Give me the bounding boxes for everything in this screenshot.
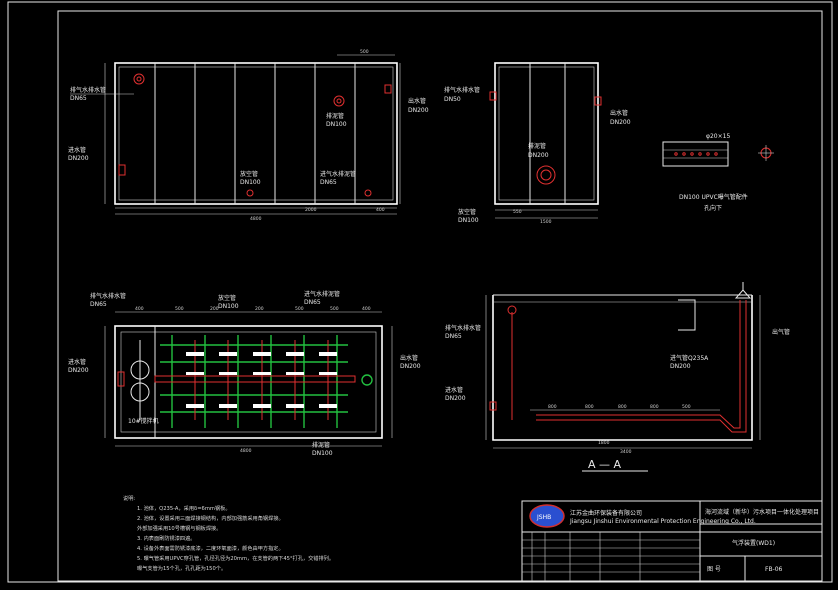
- label-plan-air-dn: DN65: [304, 299, 321, 306]
- dim-plan-4: 200: [255, 306, 264, 312]
- dim-section-5: 500: [682, 404, 691, 410]
- label-air-dn: DN65: [320, 179, 337, 186]
- label-section-inlet: 进水管: [445, 386, 463, 394]
- label-section-gas-dn: DN200: [670, 363, 691, 370]
- label-plan-drain-dn: DN100: [312, 450, 333, 457]
- label-plan-vent-dn: DN100: [218, 303, 239, 310]
- dim-top: 500: [360, 49, 369, 55]
- label-section-inlet-dn: DN200: [445, 395, 466, 402]
- company-logo: [529, 504, 565, 528]
- dim-side-width: 1500: [540, 219, 552, 225]
- label-plan-outlet-dn: DN200: [400, 363, 421, 370]
- dim-width: 4800: [250, 216, 262, 222]
- dim-plan-5: 500: [295, 306, 304, 312]
- dim-plan-2: 500: [175, 306, 184, 312]
- label-plan-inlet-dn: DN200: [68, 367, 89, 374]
- dim-plan-6: 500: [330, 306, 339, 312]
- label-side-outlet-dn: DN200: [610, 119, 631, 126]
- label-plan-inlet: 进水管: [68, 358, 86, 366]
- dim-section-3: 800: [618, 404, 627, 410]
- front-elevation-view: 4800 2000 500 400 排气水排水管 DN65 进水管 DN200 …: [68, 49, 429, 222]
- label-section-gas: 进气管Q235A: [670, 354, 709, 362]
- label-air-pipe: 进气水排泥管: [320, 170, 356, 178]
- project-name: 海河流域（新华）污水项目一体化处理项目: [705, 508, 819, 516]
- dim-plan-3: 200: [210, 306, 219, 312]
- dim-right: 400: [376, 207, 385, 213]
- label-side-vent-dn: DN100: [458, 217, 479, 224]
- note-line-7: 曝气支管为15个孔，孔孔距为150个。: [137, 564, 226, 572]
- label-plan-vent: 放空管: [218, 294, 236, 302]
- label-plan-aerator: 10#搅拌机: [128, 417, 159, 425]
- label-plan-air: 进气水排泥管: [304, 290, 340, 298]
- label-section-side: 出气管: [772, 328, 790, 336]
- label-outlet-dn: DN200: [408, 107, 429, 114]
- label-inlet-dn: DN200: [68, 155, 89, 162]
- label-side-drain: 排泥管: [528, 142, 546, 150]
- dim-plan-7: 400: [362, 306, 371, 312]
- label-plan-exhaust: 排气水排水管: [90, 292, 126, 300]
- company-name-en: Jiangsu Jinshui Environmental Protection…: [569, 518, 756, 525]
- note-line-1: 1. 池体，Q235-A，采用δ=6mm钢板。: [137, 504, 231, 512]
- label-plan-exhaust-dn: DN65: [90, 301, 107, 308]
- label-exhaust-dn: DN65: [70, 95, 87, 102]
- dim-plan-1: 400: [135, 306, 144, 312]
- label-side-exhaust: 排气水排水管: [444, 86, 480, 94]
- dim-section-width: 3400: [620, 449, 632, 455]
- section-title: A — A: [588, 458, 622, 471]
- inner-frame: [57, 10, 823, 582]
- label-vent-pipe: 放空管: [240, 170, 258, 178]
- side-elevation-view: 1500 550 排气水排水管 DN50 出水管 DN200 排泥管 DN200…: [444, 62, 631, 225]
- title-block: JSHB 江苏金曲环保装备有限公司 Jiangsu Jinshui Enviro…: [521, 500, 823, 582]
- label-drain-pipe: 排泥管: [326, 112, 344, 120]
- outer-frame: [7, 1, 833, 583]
- label-hole-note: 孔向下: [704, 204, 722, 212]
- label-upvc: DN100 UPVC曝气管配件: [679, 193, 748, 201]
- note-line-3: 外部加强采用10号槽钢与钢板焊接。: [137, 524, 221, 532]
- dim-section-1: 800: [548, 404, 557, 410]
- dim-section-2: 800: [585, 404, 594, 410]
- upvc-detail: φ20×15 DN100 UPVC曝气管配件 孔向下: [662, 133, 774, 212]
- plan-view: 4800 400 500 200 200 500 500 400 排气水排水管 …: [68, 290, 421, 457]
- exhaust-nozzle-circle: [133, 73, 145, 85]
- label-side-exhaust-dn: DN50: [444, 96, 461, 103]
- dim-section-4: 800: [650, 404, 659, 410]
- note-line-5: 4. 设备外表面需防锈漆底漆，二度环氧面漆，颜色由甲方指定。: [137, 544, 284, 552]
- dim-section-sub: 1800: [598, 440, 610, 446]
- company-name-cn: 江苏金曲环保装备有限公司: [570, 509, 642, 517]
- label-side-outlet: 出水管: [610, 109, 628, 117]
- note-line-6: 5. 曝气管采用UPVC穿孔管，孔径孔径为20mm，在支管的两下45°打孔，交错…: [137, 554, 334, 562]
- drawing-name: 气浮装置(WD1): [732, 539, 775, 547]
- note-line-2: 2. 池体，设置采用三面焊接钢结构，内部加强筋采用角钢焊接。: [137, 514, 284, 522]
- drain-nozzle-circle: [333, 95, 345, 107]
- label-exhaust-pipe: 排气水排水管: [70, 86, 106, 94]
- label-inlet-pipe: 进水管: [68, 146, 86, 154]
- dim-side-offset: 550: [513, 209, 522, 215]
- note-line-4: 3. 内表面刷防锈漆四遍。: [137, 534, 195, 542]
- logo-text: JSHB: [536, 514, 551, 521]
- label-plan-drain: 排泥管: [312, 441, 330, 449]
- label-hole-spec: φ20×15: [706, 133, 730, 140]
- notes-heading: 说明:: [123, 494, 135, 502]
- label-section-exhaust: 排气水排水管: [445, 324, 481, 332]
- dim-span: 2000: [305, 207, 317, 213]
- label-outlet-pipe: 出水管: [408, 97, 426, 105]
- section-a-a-view: 3400 1800 800 800 800 800 500 排气水排水管 DN6…: [445, 282, 790, 472]
- side-drain-circle: [536, 165, 556, 185]
- label-side-drain-dn: DN200: [528, 152, 549, 159]
- label-side-vent: 放空管: [458, 208, 476, 216]
- label-plan-outlet: 出水管: [400, 354, 418, 362]
- label-drain-dn: DN100: [326, 121, 347, 128]
- number-label: 图 号: [707, 566, 721, 573]
- label-section-exhaust-dn: DN65: [445, 333, 462, 340]
- label-vent-dn: DN100: [240, 179, 261, 186]
- notes-block: 说明: 1. 池体，Q235-A，采用δ=6mm钢板。 2. 池体，设置采用三面…: [123, 494, 334, 572]
- dim-plan-width: 4800: [240, 448, 252, 454]
- drawing-number: FB-06: [765, 566, 783, 573]
